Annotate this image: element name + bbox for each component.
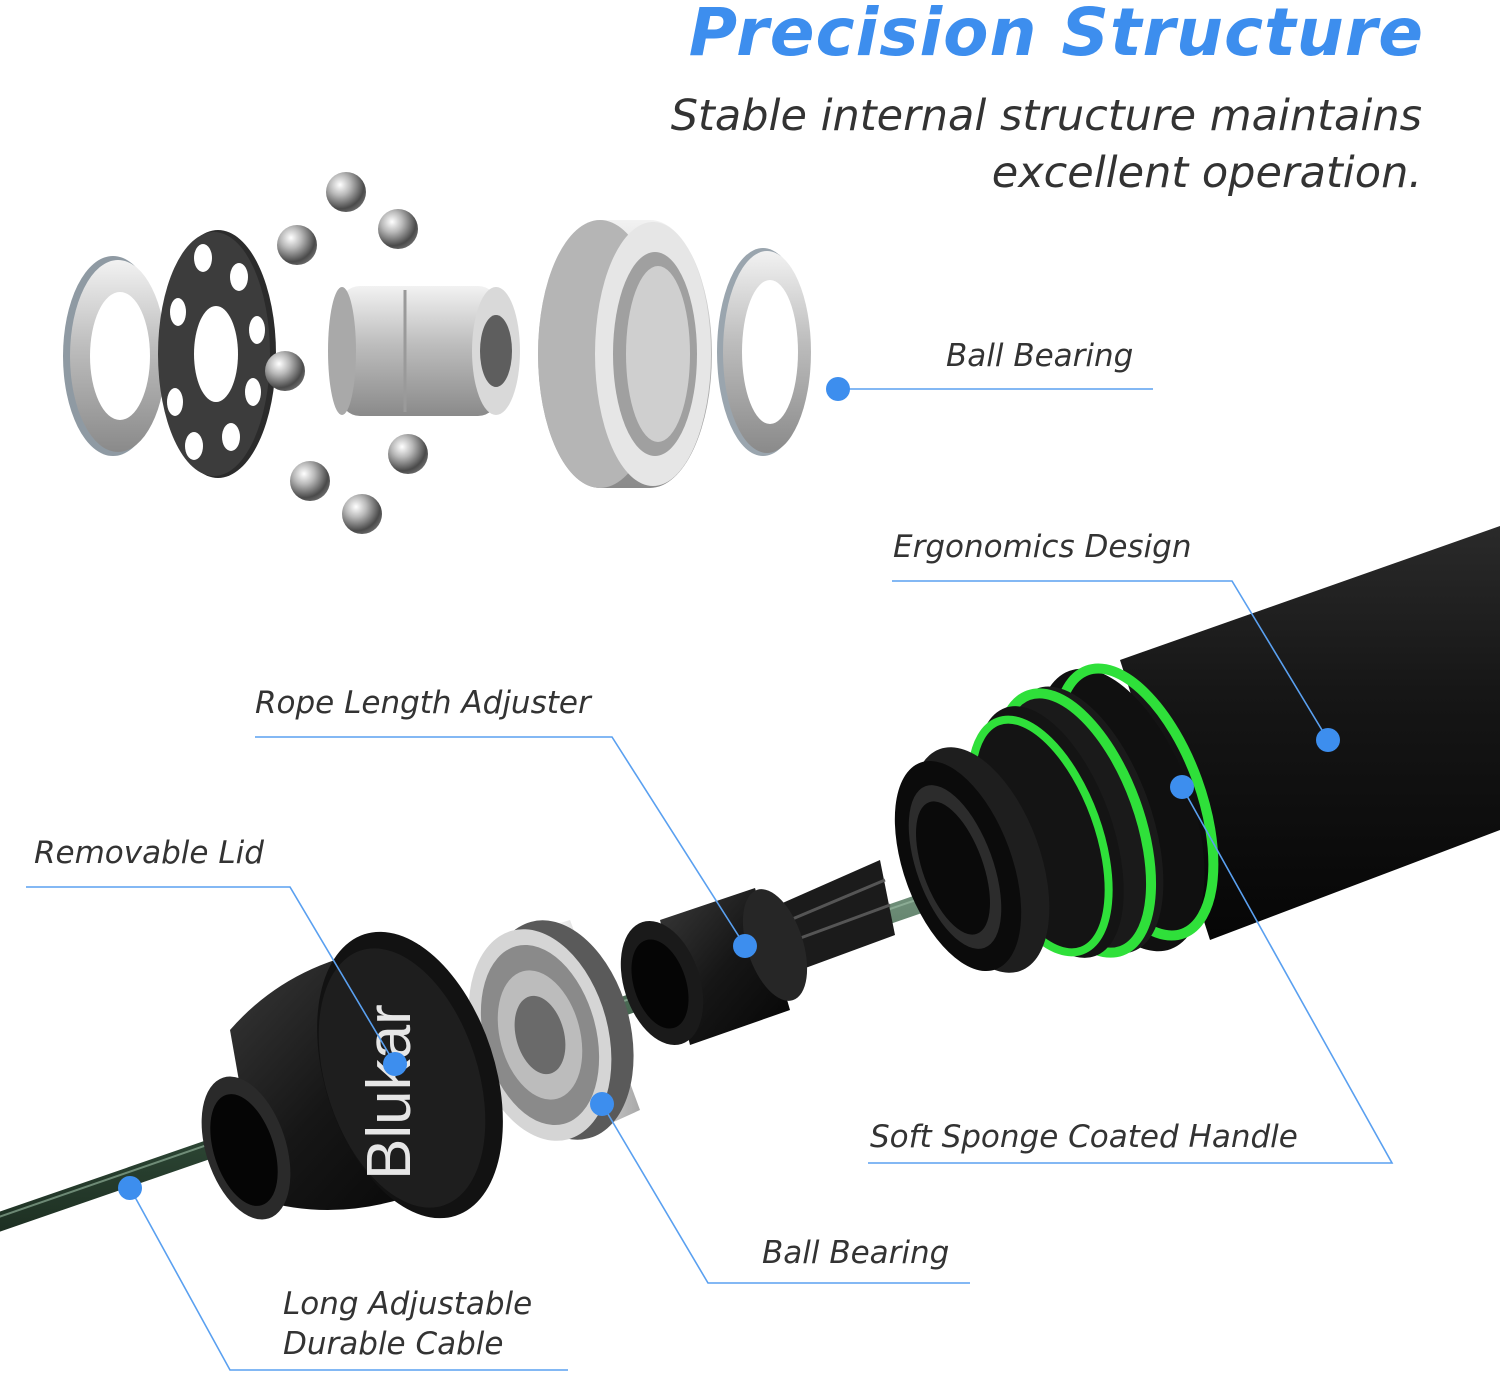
label-ergonomics-design: Ergonomics Design xyxy=(893,529,1192,565)
page-subtitle: Stable internal structure maintains exce… xyxy=(671,88,1422,202)
callout-line-ergonomics xyxy=(892,580,1329,741)
label-removable-lid: Removable Lid xyxy=(34,835,264,871)
dot-cable xyxy=(118,1176,142,1200)
label-cable-line-2: Durable Cable xyxy=(283,1326,504,1362)
callout-line-adjuster xyxy=(255,736,746,947)
callout-line-lid xyxy=(26,886,396,1065)
dot-ergonomics xyxy=(1316,728,1340,752)
dot-lid xyxy=(383,1052,407,1076)
label-ball-bearing-bottom: Ball Bearing xyxy=(762,1235,950,1271)
label-cable: Long Adjustable Durable Cable xyxy=(283,1284,532,1364)
ball-bearing-lower xyxy=(468,920,640,1141)
handle-threaded-end xyxy=(894,747,1050,973)
subtitle-line-1: Stable internal structure maintains xyxy=(670,91,1422,141)
outer-race xyxy=(538,220,712,488)
label-cable-line-1: Long Adjustable xyxy=(283,1286,533,1322)
dot-sponge-handle xyxy=(1170,775,1194,799)
rope-length-adjuster xyxy=(620,888,808,1045)
dot-ball-bearing-top xyxy=(826,377,850,401)
page-title: Precision Structure xyxy=(688,0,1424,71)
brand-logo: Blukar xyxy=(355,1004,424,1180)
label-soft-sponge-handle: Soft Sponge Coated Handle xyxy=(870,1119,1298,1155)
callout-line-handle xyxy=(868,786,1394,1164)
label-rope-length-adjuster: Rope Length Adjuster xyxy=(255,685,591,721)
callout-line-ball-bearing-bottom xyxy=(601,1103,970,1284)
ball-retainer-plate xyxy=(158,230,276,478)
washer-right xyxy=(717,248,811,456)
washer-left xyxy=(63,256,166,456)
steel-balls xyxy=(265,172,428,534)
label-ball-bearing-top: Ball Bearing xyxy=(946,338,1134,374)
callout-line-cable xyxy=(129,1187,568,1371)
dot-adjuster xyxy=(733,934,757,958)
subtitle-line-2: excellent operation. xyxy=(991,148,1422,198)
collet-clip xyxy=(778,860,895,970)
inner-race-sleeve xyxy=(328,286,520,416)
callout-dots xyxy=(118,377,1340,1200)
dot-ball-bearing-bottom xyxy=(590,1092,614,1116)
callout-lines xyxy=(26,388,1394,1371)
removable-lid: Blukar xyxy=(201,931,503,1220)
